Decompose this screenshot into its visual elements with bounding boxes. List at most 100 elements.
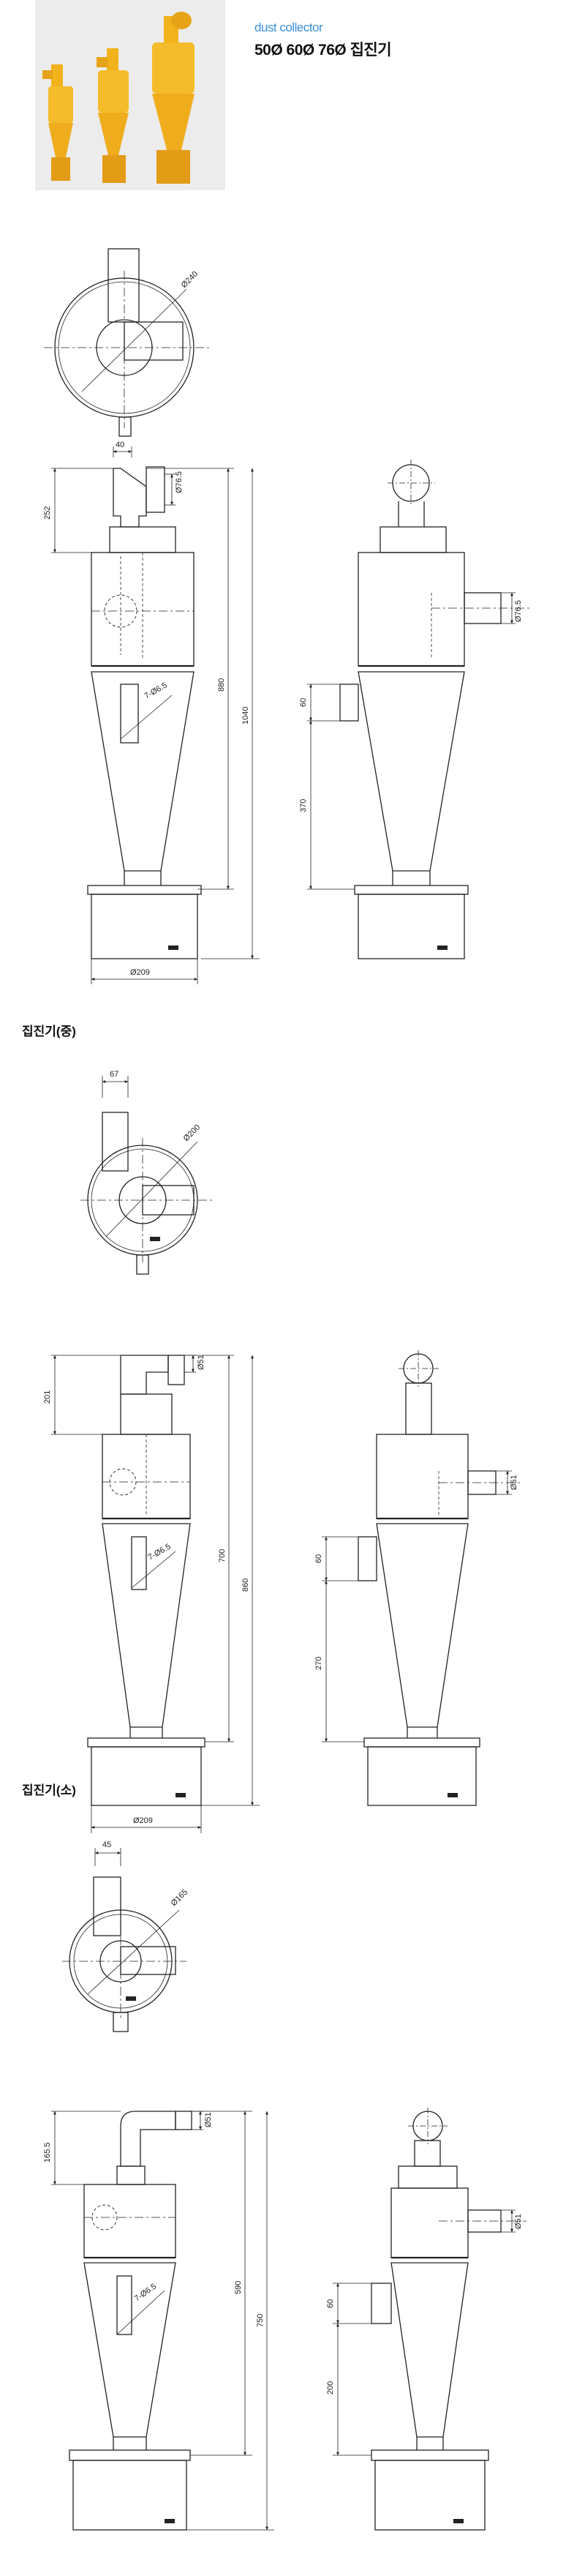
small-front-body — [83, 2184, 176, 2258]
large-top-view: Ø240 — [44, 248, 212, 437]
medium-side-cone — [376, 1523, 469, 1728]
section-title-small: 집진기(소) — [22, 1783, 76, 1797]
section-title-medium: 집진기(중) — [22, 1025, 76, 1038]
small-side-base-drum — [374, 2460, 486, 2531]
large-front-base-drum — [91, 894, 198, 959]
large-cone-mark: 7-Ø6.5 — [143, 681, 169, 700]
large-side-label-plate — [437, 946, 448, 950]
large-front-outlet-pipe — [146, 466, 165, 513]
medium-side-neck — [405, 1382, 432, 1435]
header-title-ko: 50Ø 60Ø 76Ø 집진기 — [254, 42, 392, 59]
small-front-elbow — [120, 2111, 176, 2167]
small-top-view: 45 Ø165 — [62, 1841, 189, 2032]
medium-full-height-label: 860 — [241, 1579, 250, 1592]
medium-front-view: Ø51 7-Ø6.5 201 700 860 Ø209 — [43, 1355, 260, 1833]
large-front-view: 40 Ø76.5 7-Ø6.5 252 880 1040 — [43, 441, 260, 984]
large-side-body — [358, 552, 465, 667]
medium-front-label-plate — [176, 1793, 186, 1797]
large-base-dia-label: Ø209 — [130, 968, 150, 977]
small-side-height-label: 60 — [326, 2299, 335, 2308]
small-front-label-plate — [165, 2519, 175, 2523]
small-side-view: Ø51 60 200 — [326, 2108, 526, 2531]
large-front-base-rim — [87, 885, 202, 895]
large-side-base-drum — [358, 894, 465, 959]
medium-front-base-drum — [91, 1746, 202, 1806]
large-front-neck — [109, 526, 176, 553]
small-side-base-rim — [371, 2449, 489, 2461]
small-side-hatch — [371, 2283, 392, 2324]
medium-cone-mark: 7-Ø6.5 — [147, 1542, 173, 1562]
large-outlet-dia-label: Ø76.5 — [175, 471, 184, 493]
medium-base-dia-label: Ø209 — [133, 1816, 153, 1825]
large-side-base-rim — [354, 885, 469, 895]
large-side-cone — [358, 671, 465, 872]
large-front-label-plate — [168, 946, 178, 950]
large-side-height-label: 60 — [299, 698, 308, 707]
large-inlet-width-label: 40 — [116, 441, 124, 449]
small-full-height-label: 750 — [256, 2314, 265, 2327]
large-total-height-label: 880 — [217, 678, 226, 692]
medium-total-height-label: 700 — [218, 1549, 227, 1562]
photo-unit-small — [42, 64, 73, 181]
large-side-outlet-label: Ø76.5 — [514, 600, 523, 622]
small-front-neck — [116, 2165, 146, 2185]
small-inlet-width-label: 45 — [102, 1841, 111, 1849]
small-front-base-drum — [72, 2460, 187, 2531]
large-front-cone — [91, 671, 195, 872]
small-top-bottom-stub — [113, 2012, 129, 2032]
medium-side-base-drum — [367, 1746, 477, 1806]
medium-front-outlet-pipe — [167, 1355, 185, 1385]
small-side-body — [390, 2187, 469, 2258]
medium-side-hatch — [358, 1536, 377, 1581]
small-front-cone — [83, 2262, 176, 2438]
medium-side-base-rim — [363, 1737, 480, 1748]
product-photo — [35, 0, 225, 190]
large-side-hatch — [339, 684, 359, 722]
medium-top-bottom-stub — [136, 1254, 149, 1275]
header-title: dust collector 50Ø 60Ø 76Ø 집진기 — [254, 20, 392, 60]
medium-front-neck — [120, 1393, 173, 1435]
medium-front-base-rim — [87, 1737, 205, 1748]
medium-side-outlet-label: Ø51 — [510, 1475, 518, 1490]
large-top-dia-label: Ø240 — [180, 270, 200, 291]
large-front-hatch — [120, 684, 139, 744]
medium-top-view: 67 Ø200 — [80, 1070, 212, 1275]
dust-collector-photo — [35, 0, 225, 190]
medium-front-elbow — [120, 1355, 169, 1395]
photo-unit-medium — [97, 48, 129, 183]
medium-inlet-width-label: 67 — [110, 1070, 118, 1079]
small-side-cone — [390, 2262, 469, 2438]
large-full-height-label: 1040 — [241, 707, 250, 724]
small-top-height-label: 165.5 — [43, 2142, 52, 2163]
medium-side-body — [376, 1434, 469, 1519]
large-top-inlet — [107, 248, 140, 323]
large-side-lower-label: 370 — [299, 799, 308, 812]
header-title-en: dust collector — [254, 20, 323, 34]
small-side-lower-label: 200 — [326, 2381, 335, 2395]
small-total-height-label: 590 — [234, 2281, 243, 2294]
small-front-base-rim — [69, 2449, 191, 2461]
large-side-neck — [380, 526, 447, 553]
small-top-dia-label: Ø165 — [170, 1888, 190, 1909]
photo-unit-large — [152, 12, 195, 184]
small-front-view: Ø51 7-Ø6.5 165.5 590 750 — [43, 2111, 274, 2531]
small-front-hatch — [116, 2275, 132, 2335]
small-outlet-dia-label: Ø51 — [204, 2112, 213, 2127]
small-front-outlet-pipe — [175, 2111, 192, 2130]
small-side-upper — [398, 2165, 458, 2189]
medium-outlet-dia-label: Ø51 — [197, 1355, 205, 1370]
small-top-inlet — [93, 1876, 121, 1936]
medium-top-dia-label: Ø200 — [182, 1123, 203, 1144]
large-top-bottom-stub — [118, 416, 132, 437]
small-side-outlet-label: Ø51 — [514, 2214, 523, 2229]
large-side-view: Ø76.5 60 370 — [299, 460, 530, 959]
medium-side-view: Ø51 60 270 — [314, 1350, 523, 1806]
small-front-hidden-inlet — [91, 2204, 118, 2231]
medium-side-lower-label: 270 — [314, 1657, 323, 1670]
medium-top-inlet — [102, 1112, 129, 1172]
large-top-height-label: 252 — [43, 506, 52, 520]
small-side-label-plate — [453, 2519, 464, 2523]
medium-front-hatch — [131, 1536, 147, 1590]
large-front-elbow — [113, 468, 147, 528]
